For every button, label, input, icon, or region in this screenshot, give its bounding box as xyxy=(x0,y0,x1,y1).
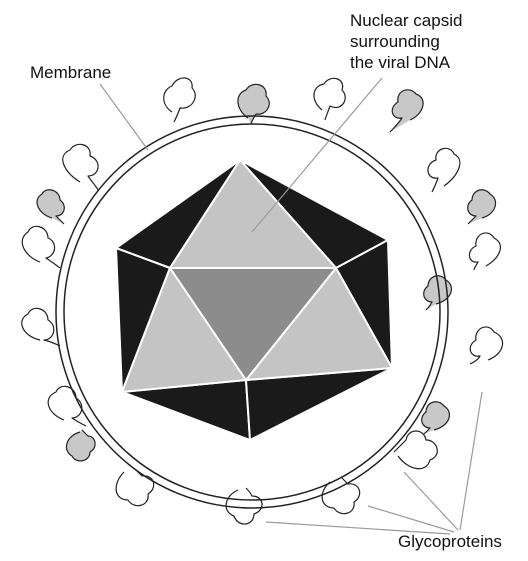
capsid-label-line-3: the viral DNA xyxy=(350,52,462,73)
glycoprotein-spike xyxy=(22,226,60,268)
glycoprotein-spike xyxy=(428,148,460,192)
nuclear-capsid xyxy=(116,160,392,440)
glycoproteins-label: Glycoproteins xyxy=(398,531,502,552)
glycoprotein-spike xyxy=(470,327,503,364)
capsid-label-line-1: Nuclear capsid xyxy=(350,10,462,31)
glycoprotein-spike xyxy=(164,78,195,122)
glycoprotein-spike xyxy=(314,78,345,120)
glycoprotein-leader-line xyxy=(460,392,482,530)
glycoprotein-leader-line xyxy=(368,506,454,532)
glycoprotein-spike xyxy=(66,430,95,461)
glycoprotein-leader-line xyxy=(404,472,458,530)
glycoprotein-spike xyxy=(394,431,437,469)
glycoprotein-spike xyxy=(390,90,423,132)
glycoprotein-spike xyxy=(22,308,60,346)
glycoprotein-spike xyxy=(468,190,496,224)
membrane-label: Membrane xyxy=(30,62,111,83)
glycoprotein-spike xyxy=(238,84,269,124)
nuclear-capsid-label: Nuclear capsid surrounding the viral DNA xyxy=(350,10,462,73)
glycoprotein-spike xyxy=(116,470,154,506)
glycoprotein-spike xyxy=(226,488,262,524)
glycoprotein-spike xyxy=(469,233,500,270)
glycoprotein-spike xyxy=(422,402,450,434)
capsid-label-line-2: surrounding xyxy=(350,31,462,52)
membrane-leader-line xyxy=(100,84,148,150)
glycoprotein-spike xyxy=(37,190,64,224)
glycoprotein-spike xyxy=(63,144,98,190)
